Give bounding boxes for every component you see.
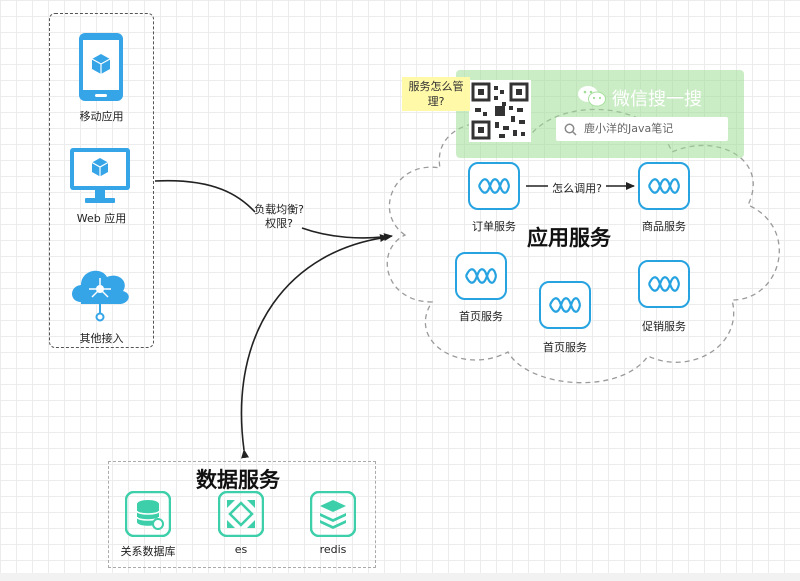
service-wave-icon [647, 276, 681, 292]
service-node-home-1[interactable] [455, 252, 507, 300]
call-edge-label: 怎么调用? [552, 182, 602, 195]
data-label-es: es [234, 543, 248, 556]
database-icon [125, 491, 171, 537]
canvas-bottom-scrollbar[interactable] [0, 573, 800, 581]
lb-edge-label-line1: 负载均衡? [254, 203, 304, 216]
cloud-network-icon [72, 270, 129, 322]
data-services-group [108, 461, 376, 568]
service-wave-icon [464, 268, 498, 284]
service-label-order: 订单服务 [472, 220, 516, 233]
client-label-other: 其他接入 [79, 332, 124, 345]
data-edge [240, 234, 389, 459]
governance-note-line2: 理? [427, 95, 445, 108]
wechat-logo-icon [578, 86, 606, 107]
redis-icon [310, 491, 356, 537]
service-label-home-2: 首页服务 [543, 341, 587, 354]
service-wave-icon [548, 297, 582, 313]
service-node-promo[interactable] [638, 260, 690, 308]
service-label-home-1: 首页服务 [459, 310, 503, 323]
data-label-rdb: 关系数据库 [120, 545, 176, 558]
elasticsearch-icon [218, 491, 264, 537]
client-label-mobile: 移动应用 [79, 110, 124, 123]
governance-note: 服务怎么管 理? [402, 77, 470, 111]
service-wave-icon [647, 178, 681, 194]
data-services-title: 数据服务 [196, 468, 280, 492]
lb-edge-label: 负载均衡? 权限? [234, 203, 324, 231]
app-services-title: 应用服务 [527, 226, 611, 250]
lb-edge-label-line2: 权限? [265, 217, 293, 230]
qr-code-icon [469, 80, 531, 142]
client-label-web: Web 应用 [76, 212, 127, 225]
service-node-goods[interactable] [638, 162, 690, 210]
service-wave-icon [477, 178, 511, 194]
data-label-redis: redis [319, 543, 347, 556]
search-icon [564, 123, 577, 136]
service-label-promo: 促销服务 [642, 320, 686, 333]
governance-note-line1: 服务怎么管 [408, 80, 464, 93]
monitor-icon [70, 148, 130, 203]
mobile-device-icon [79, 33, 123, 101]
clients-group [49, 13, 154, 348]
service-node-home-2[interactable] [539, 281, 591, 329]
service-label-goods: 商品服务 [642, 220, 686, 233]
wechat-search-box: 鹿小洋的Java笔记 [556, 117, 728, 141]
wechat-watermark-title: 微信搜一搜 [612, 89, 702, 110]
service-node-order[interactable] [468, 162, 520, 210]
